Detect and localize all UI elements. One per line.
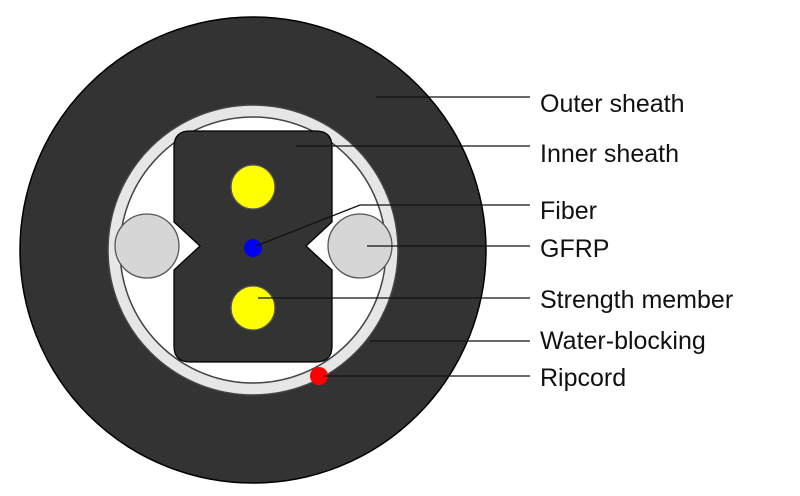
leader-fiber bbox=[255, 204, 361, 247]
gfrp-rod-left bbox=[114, 213, 180, 279]
fiber bbox=[244, 239, 262, 257]
strength-member-top bbox=[230, 164, 276, 210]
label-inner-sheath: Inner sheath bbox=[540, 140, 679, 168]
ripcord bbox=[310, 367, 328, 385]
label-ripcord: Ripcord bbox=[540, 364, 626, 392]
label-outer-sheath: Outer sheath bbox=[540, 90, 685, 118]
label-fiber: Fiber bbox=[540, 197, 597, 225]
strength-member-bottom bbox=[230, 285, 276, 331]
label-gfrp: GFRP bbox=[540, 235, 609, 263]
label-strength-member: Strength member bbox=[540, 286, 733, 314]
label-water-blocking: Water-blocking bbox=[540, 327, 706, 355]
